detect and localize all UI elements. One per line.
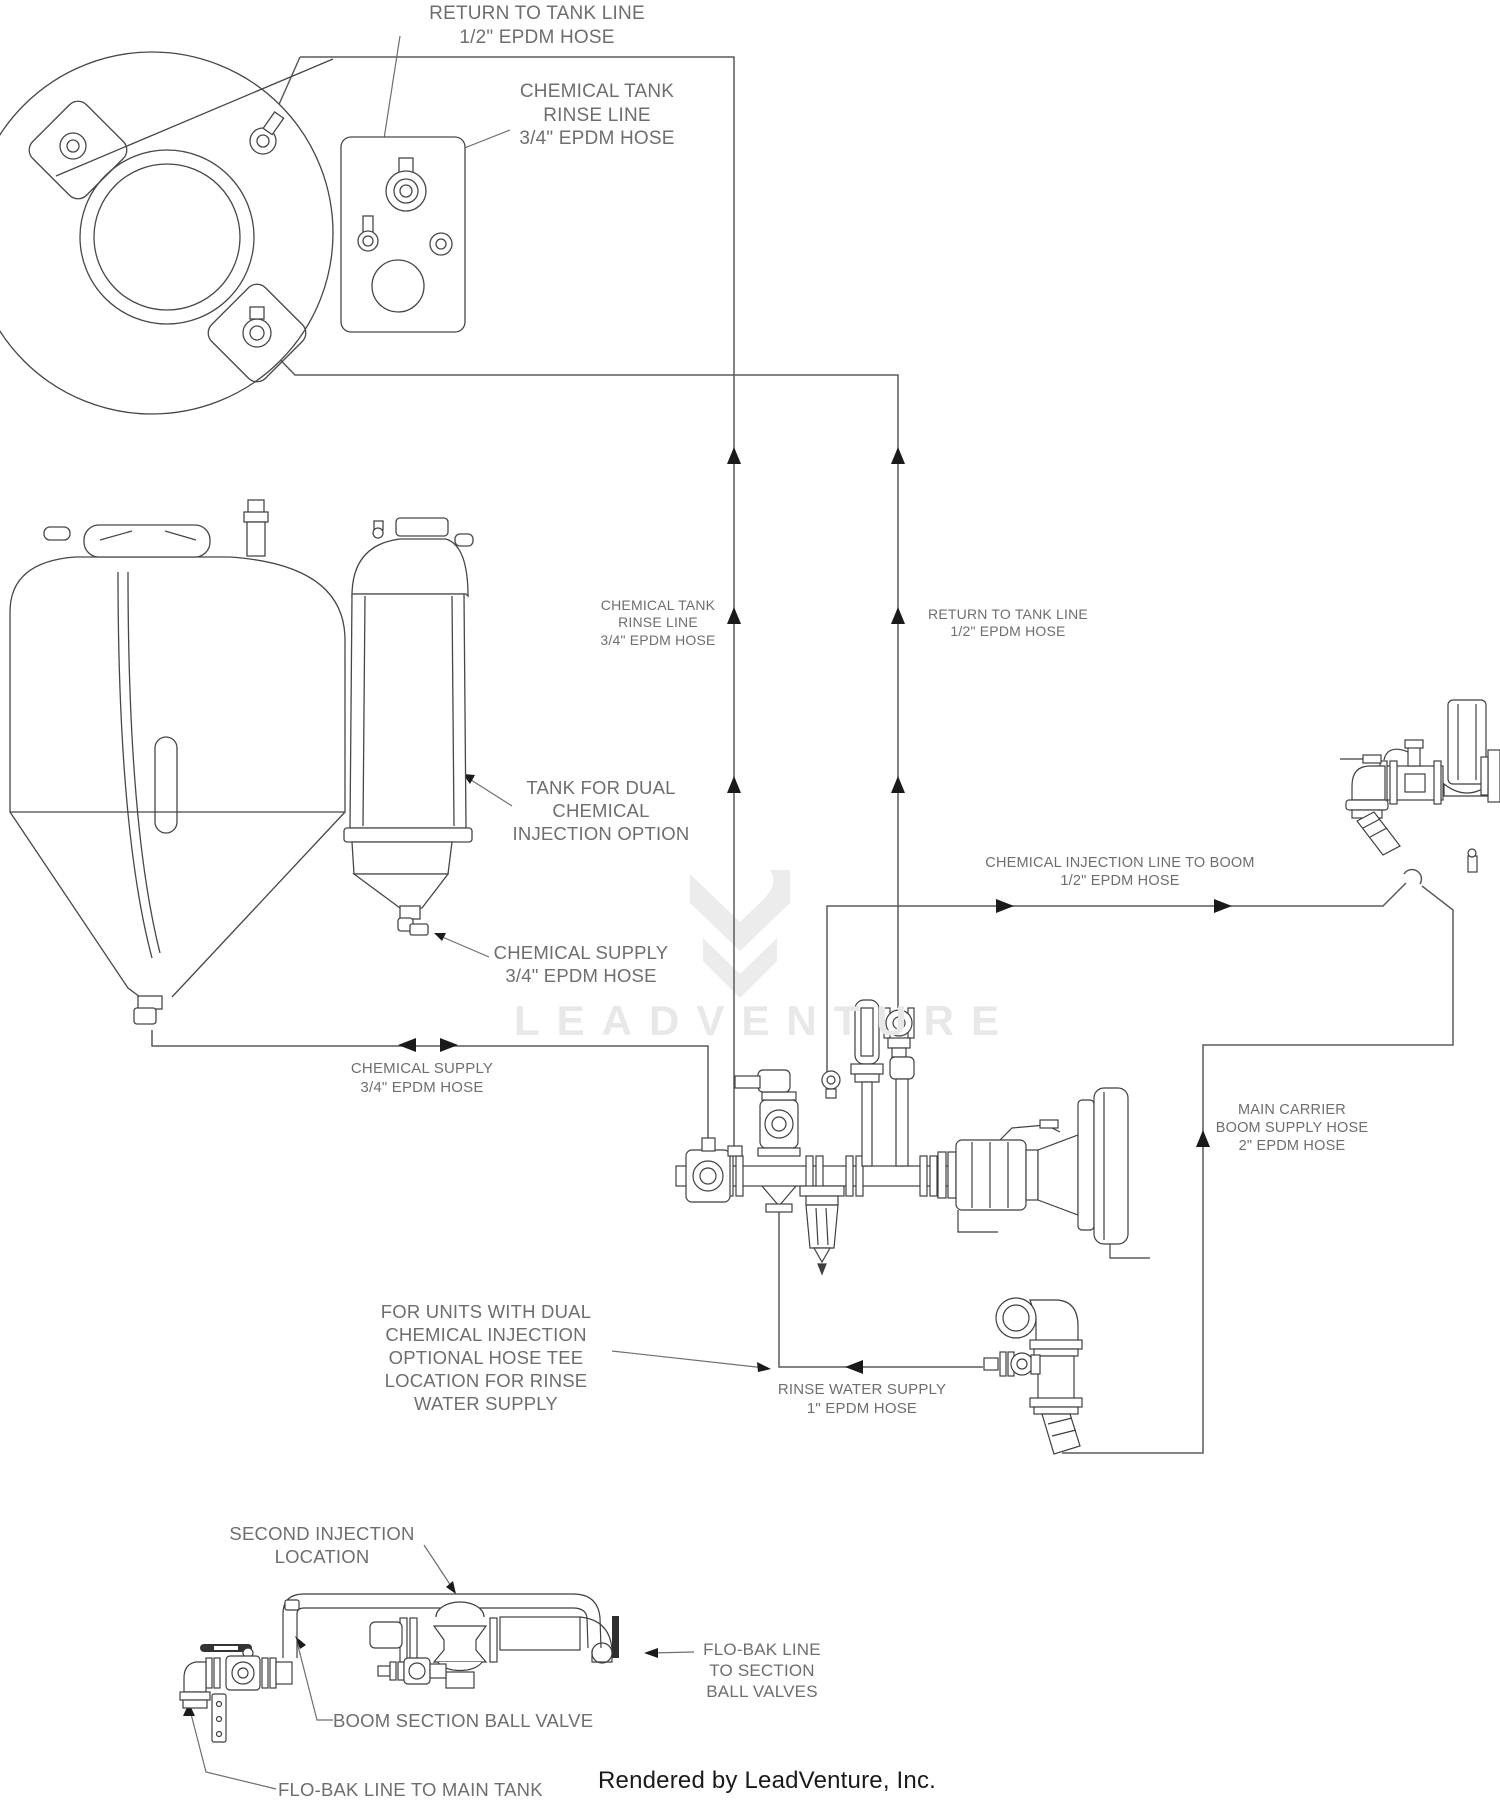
rinse-water-hose (778, 1212, 983, 1368)
injection-pump-manifold (675, 999, 1150, 1276)
label-boom-section-valve: BOOM SECTION BALL VALVE (333, 1710, 594, 1731)
label-second-injection: SECOND INJECTION LOCATION (229, 1523, 415, 1567)
label-return-to-tank-mid: RETURN TO TANK LINE 1/2" EPDM HOSE (928, 606, 1088, 640)
rinse-water-strainer (983, 1297, 1083, 1455)
dual-injection-tank (343, 517, 474, 936)
label-flobak-to-main-tank: FLO-BAK LINE TO MAIN TANK (278, 1779, 543, 1800)
label-chemical-supply-lower: CHEMICAL SUPPLY 3/4" EPDM HOSE (350, 1060, 494, 1096)
label-main-carrier: MAIN CARRIER BOOM SUPPLY HOSE 2" EPDM HO… (1215, 1102, 1369, 1154)
leadventure-flame-logo (690, 870, 790, 998)
label-dual-injection-note: FOR UNITS WITH DUAL CHEMICAL INJECTION O… (380, 1301, 592, 1414)
label-chemical-tank-rinse-top: CHEMICAL TANK RINSE LINE 3/4" EPDM HOSE (519, 81, 675, 150)
tank-fitting-panel (340, 136, 466, 333)
boom-section-assembly (179, 1593, 619, 1743)
label-rinse-water-supply: RINSE WATER SUPPLY 1" EPDM HOSE (777, 1381, 947, 1417)
label-flobak-to-sections: FLO-BAK LINE TO SECTION BALL VALVES (703, 1640, 821, 1702)
label-chemical-supply-upper: CHEMICAL SUPPLY 3/4" EPDM HOSE (493, 942, 669, 986)
label-return-to-tank-top: RETURN TO TANK LINE 1/2" EPDM HOSE (429, 3, 645, 48)
label-dual-tank: TANK FOR DUAL CHEMICAL INJECTION OPTION (512, 777, 690, 844)
main-chemical-tank (9, 499, 346, 1025)
label-chemical-tank-rinse-mid: CHEMICAL TANK RINSE LINE 3/4" EPDM HOSE (600, 597, 716, 648)
label-injection-to-boom: CHEMICAL INJECTION LINE TO BOOM 1/2" EPD… (985, 855, 1255, 889)
boom-flowmeter-assembly (1340, 699, 1500, 873)
renderer-credit: Rendered by LeadVenture, Inc. (598, 1767, 937, 1794)
flow-arrows (398, 447, 1232, 1374)
chemical-supply-hose (151, 1030, 709, 1152)
injection-line-hose (826, 868, 1454, 1454)
main-tank-top-view (0, 51, 334, 415)
watermark-text: LEADVENTURE (513, 997, 1017, 1044)
